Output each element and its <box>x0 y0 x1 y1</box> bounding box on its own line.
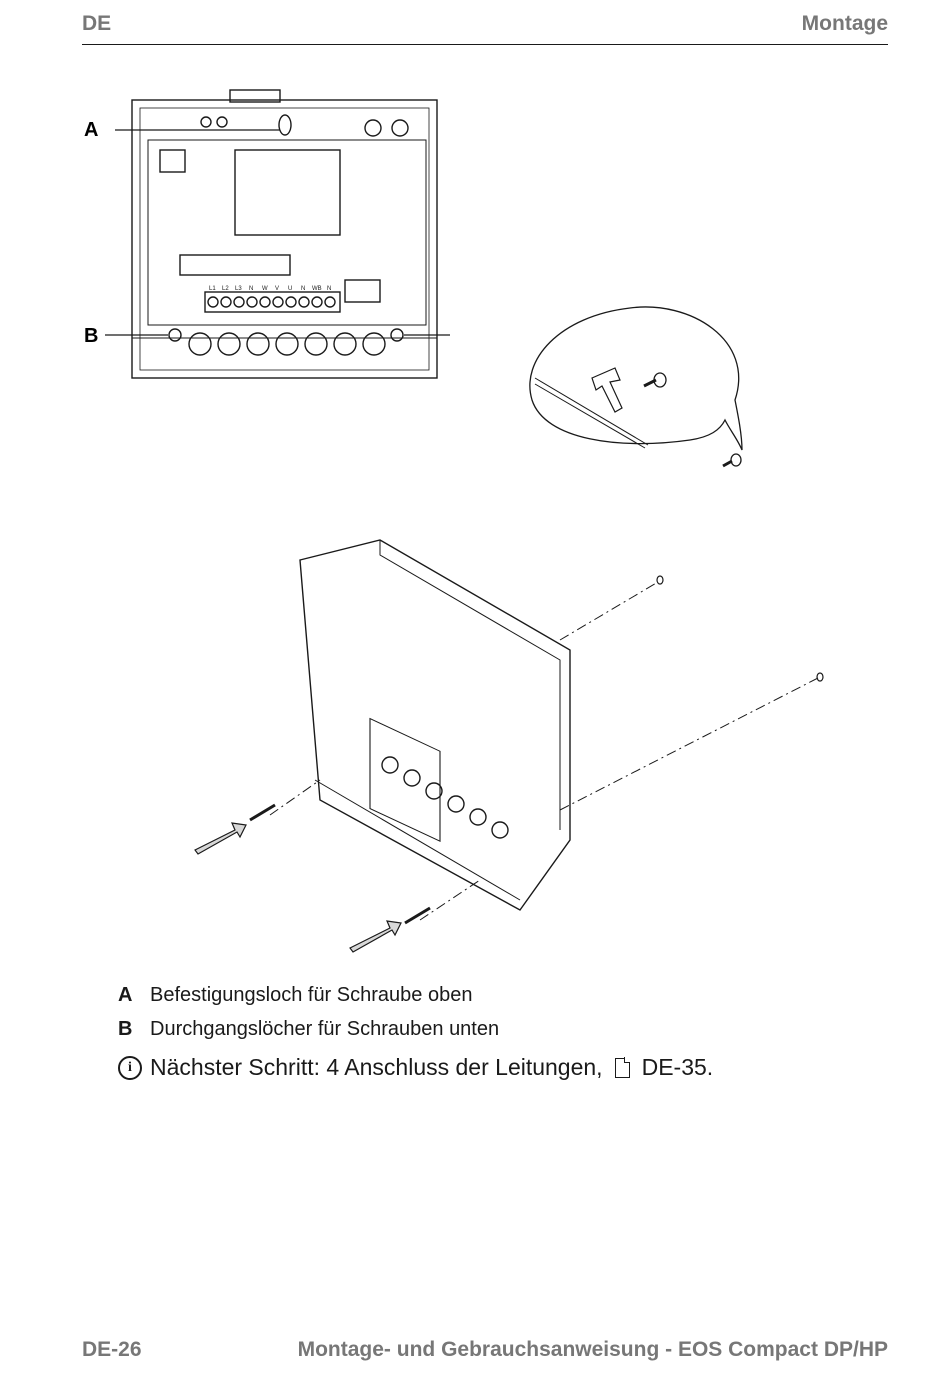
legend-text: Befestigungsloch für Schraube oben <box>150 984 473 1006</box>
mounting-hole-b-right <box>390 328 404 342</box>
terminal-label: N <box>327 286 331 292</box>
terminal-label: L2 <box>222 286 229 292</box>
legend-item: A Befestigungsloch für Schraube oben <box>118 984 878 1018</box>
terminal-label: W <box>262 286 268 292</box>
housing-isometric-figure <box>194 539 824 953</box>
next-step-page-ref[interactable]: DE-35. <box>641 1054 714 1080</box>
next-step-note: i Nächster Schritt: 4 Anschluss der Leit… <box>118 1054 713 1081</box>
cable-glands <box>188 332 386 356</box>
terminal-label: L1 <box>209 286 216 292</box>
legend-key: A <box>118 984 133 1006</box>
callout-b-left: B <box>84 325 98 347</box>
housing-outline <box>131 99 438 379</box>
terminal-label: WB <box>312 286 322 292</box>
legend-item: B Durchgangslöcher für Schrauben unten <box>118 1018 878 1052</box>
terminal-label: N <box>249 286 253 292</box>
info-icon: i <box>118 1055 142 1080</box>
terminal-label: V <box>275 286 279 292</box>
next-step-text: Nächster Schritt: 4 Anschluss der Leitun… <box>150 1054 603 1080</box>
page-number: DE-26 <box>82 1338 142 1361</box>
terminal-label: U <box>288 286 292 292</box>
page-header: DE Montage <box>82 10 888 45</box>
header-language: DE <box>82 12 112 35</box>
terminal-label: L3 <box>235 286 242 292</box>
document-title: Montage- und Gebrauchsanweisung - EOS Co… <box>297 1338 888 1361</box>
housing-body <box>299 539 571 911</box>
header-section-title: Montage <box>801 12 888 35</box>
terminal-label: N <box>301 286 305 292</box>
arrow-left <box>194 822 247 855</box>
mounting-hole-b-left <box>168 328 182 342</box>
transformer-block <box>234 149 341 236</box>
figure-legend: A Befestigungsloch für Schraube oben B D… <box>118 984 878 1052</box>
axis-line-right <box>559 677 819 811</box>
arrow-bottom <box>349 920 402 953</box>
page-footer: DE-26 Montage- und Gebrauchsanweisung - … <box>82 1338 888 1368</box>
axis-line-top <box>559 581 659 641</box>
transformer-block-iso <box>369 717 441 843</box>
screw-detail-figure <box>529 306 743 468</box>
terminal-block <box>204 291 341 313</box>
legend-text: Durchgangslöcher für Schrauben unten <box>150 1018 500 1040</box>
callout-a: A <box>84 119 98 141</box>
mounting-hole-a <box>278 114 292 136</box>
detail-bubble <box>529 306 743 451</box>
document-icon <box>614 1057 631 1078</box>
legend-key: B <box>118 1018 133 1040</box>
